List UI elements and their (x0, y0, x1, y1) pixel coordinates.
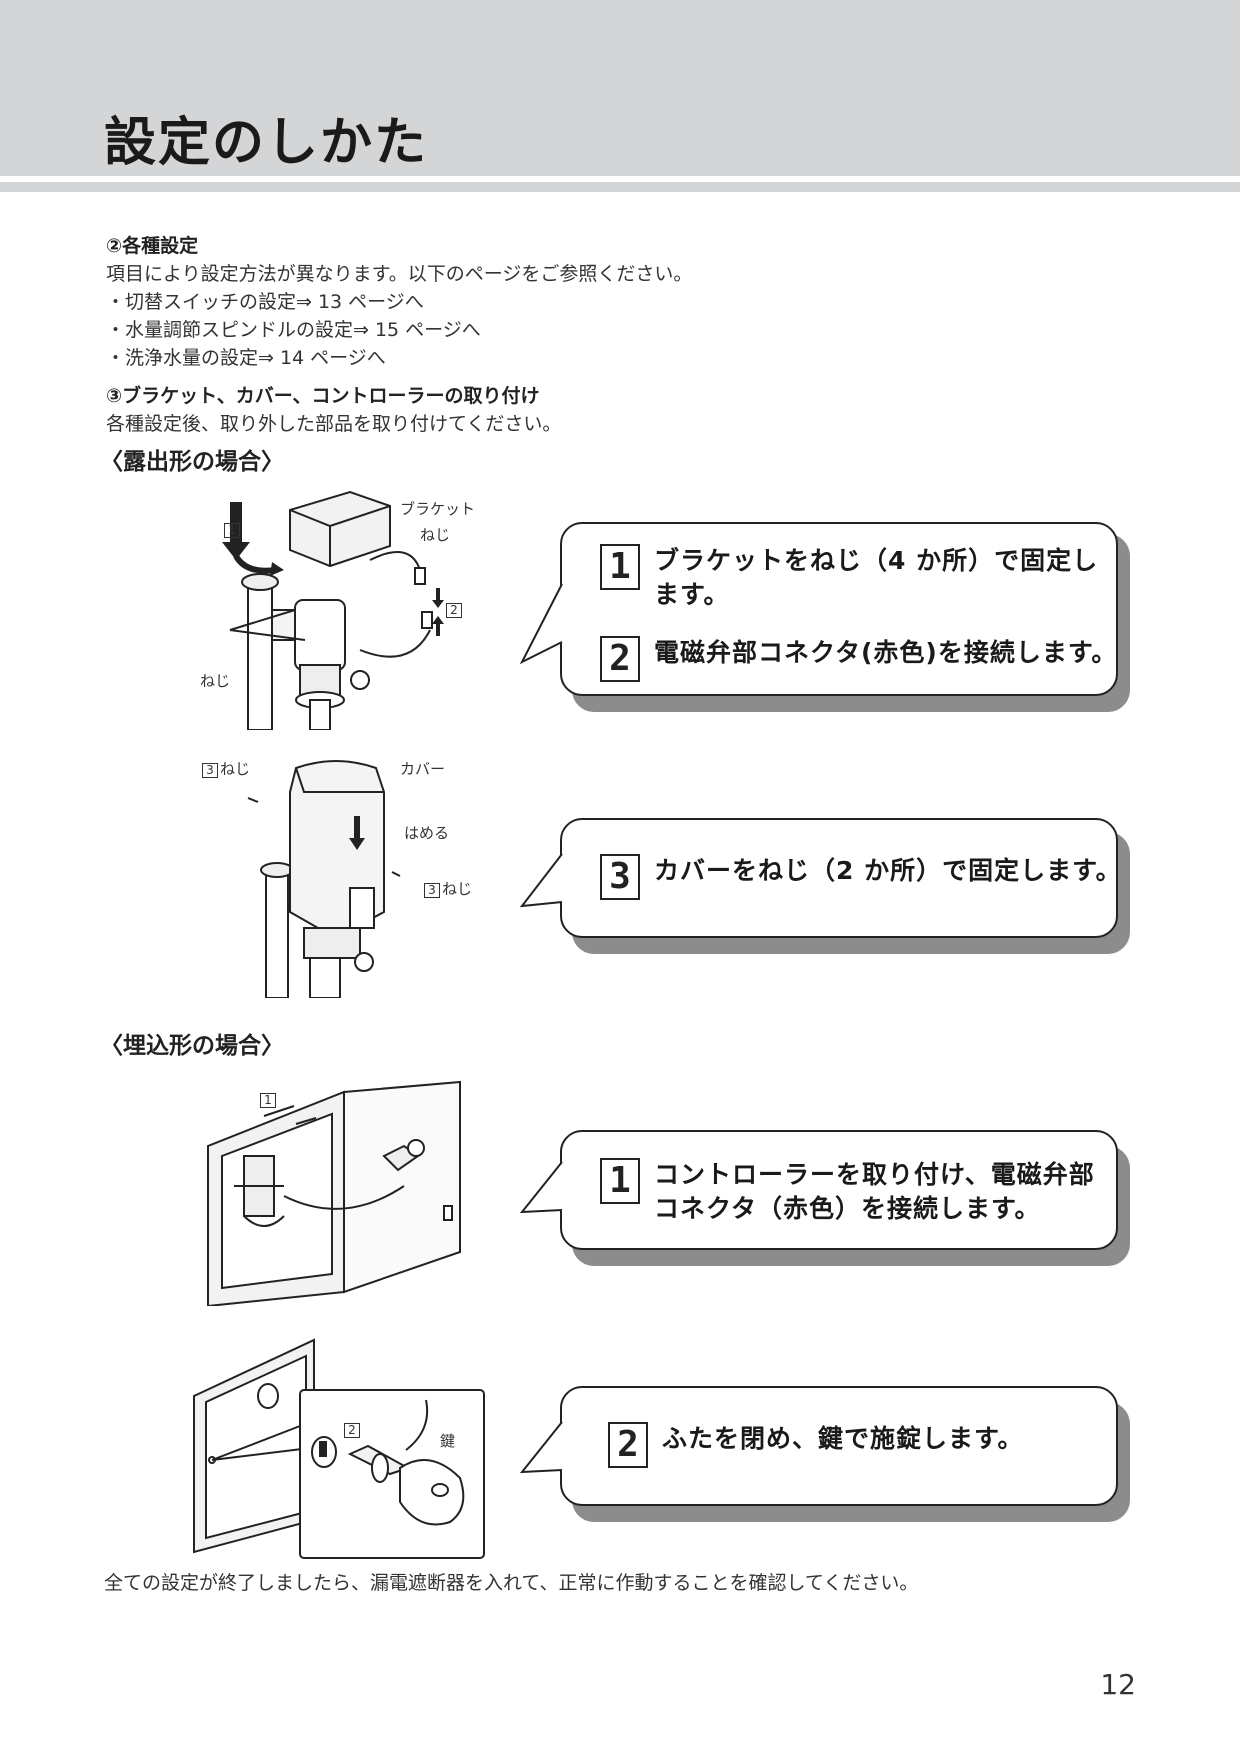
step-text: 電磁弁部コネクタ(赤色)を接続します。 (654, 638, 1118, 667)
page-number: 12 (1100, 1668, 1136, 1701)
mounting-heading: ③ブラケット、カバー、コントローラーの取り付け (106, 385, 540, 407)
step-number: 2 (600, 636, 640, 682)
embedded-lid-figure: 2 鍵 (190, 1330, 490, 1560)
settings-line: ・洗浄水量の設定⇒ 14 ページへ (106, 347, 386, 369)
step-text: カバーをねじ（2 か所）で固定します。 (654, 856, 1122, 885)
cover-label: カバー (400, 760, 446, 778)
embedded-box-illustration (207, 1080, 461, 1308)
step-text: ふたを閉め、鍵で施錠します。 (662, 1424, 1024, 1453)
exposed-callout-1: 1 ブラケットをねじ（4 か所）で固定し ます。 2 電磁弁部コネクタ(赤色)を… (519, 522, 1130, 712)
settings-line: ・切替スイッチの設定⇒ 13 ページへ (106, 291, 424, 313)
screw-top-label: ねじ (420, 526, 451, 544)
fig-step-marker: 2 (446, 600, 464, 618)
step-row: 1 コントローラーを取り付け、電磁弁部 コネクタ（赤色）を接続します。 (600, 1158, 1095, 1226)
fit-label: はめる (404, 824, 450, 842)
fig-step-marker: 1 (260, 1090, 278, 1108)
lid-key-illustration (193, 1338, 485, 1559)
settings-line: ・水量調節スピンドルの設定⇒ 15 ページへ (106, 319, 481, 341)
settings-line: 項目により設定方法が異なります。以下のページをご参照ください。 (106, 263, 693, 285)
step-marker-1: 1 (224, 523, 240, 538)
key-label: 鍵 (440, 1432, 456, 1450)
screw-left-label: ねじ (200, 672, 231, 690)
step-number: 3 (600, 854, 640, 900)
step-row: 1 ブラケットをねじ（4 か所）で固定し ます。 (600, 544, 1098, 612)
screw-b-text: ねじ (442, 880, 473, 898)
page-title: 設定のしかた (104, 113, 429, 173)
embedded-callout-1: 1 コントローラーを取り付け、電磁弁部 コネクタ（赤色）を接続します。 (519, 1130, 1130, 1266)
fig-step-marker: 1 (224, 520, 242, 538)
callout-tail (519, 1161, 563, 1214)
callout-tail (519, 1421, 563, 1474)
callout-tail (519, 583, 563, 665)
footer-note: 全ての設定が終了しましたら、漏電遮断器を入れて、正常に作動することを確認してくだ… (104, 1572, 919, 1594)
settings-section: ②各種設定 項目により設定方法が異なります。以下のページをご参照ください。 ・切… (106, 232, 692, 372)
step-marker-2: 2 (446, 603, 462, 618)
header-band (0, 0, 1240, 176)
bracket-label: ブラケット (400, 500, 476, 518)
step-text: ブラケットをねじ（4 か所）で固定し ます。 (654, 546, 1099, 609)
step-marker-3: 3 (202, 763, 218, 778)
embedded-callout-2: 2 ふたを閉め、鍵で施錠します。 (519, 1386, 1130, 1522)
cover-illustration (247, 760, 401, 999)
bracket-illustration (222, 490, 444, 731)
embedded-box-figure: 1 (204, 1076, 474, 1308)
settings-heading: ②各種設定 (106, 235, 199, 257)
step-marker-2: 2 (344, 1423, 360, 1438)
step-marker-1: 1 (260, 1093, 276, 1108)
step-row: 2 ふたを閉め、鍵で施錠します。 (608, 1422, 1024, 1468)
step-text: コントローラーを取り付け、電磁弁部 コネクタ（赤色）を接続します。 (654, 1160, 1095, 1223)
step-number: 1 (600, 1158, 640, 1204)
step-number: 2 (608, 1422, 648, 1468)
step-row: 3 カバーをねじ（2 か所）で固定します。 (600, 854, 1122, 900)
step-row: 2 電磁弁部コネクタ(赤色)を接続します。 (600, 636, 1117, 682)
step-marker-3: 3 (424, 883, 440, 898)
mounting-section: ③ブラケット、カバー、コントローラーの取り付け 各種設定後、取り外した部品を取り… (106, 382, 561, 438)
screw-a-text: ねじ (220, 760, 251, 778)
embedded-heading: 〈埋込形の場合〉 (100, 1033, 284, 1059)
exposed-bracket-figure: 1 ブラケット ねじ 2 ねじ (200, 490, 500, 731)
callout-tail (519, 853, 563, 908)
step-number: 1 (600, 544, 640, 590)
exposed-heading: 〈露出形の場合〉 (100, 449, 284, 475)
mounting-text: 各種設定後、取り外した部品を取り付けてください。 (106, 413, 562, 435)
fig-step-marker: 2 (344, 1420, 362, 1438)
header-rule (0, 178, 1240, 192)
exposed-callout-2: 3 カバーをねじ（2 か所）で固定します。 (519, 818, 1130, 954)
